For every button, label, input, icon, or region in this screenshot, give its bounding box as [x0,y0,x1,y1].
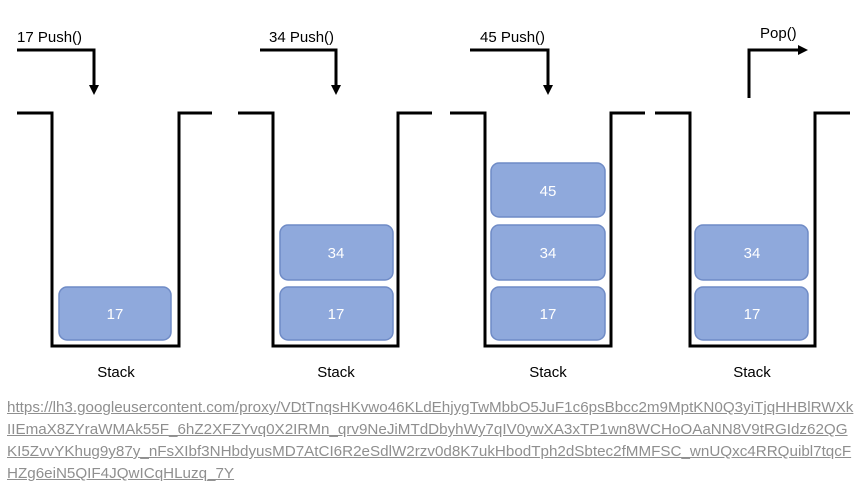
stack-item-value: 17 [540,306,557,323]
push-arrow-icon [260,48,341,95]
stack-item: 17 [279,286,394,341]
stack-label: Stack [317,364,355,381]
stack-panel-2: 34 Push() 17 34 Stack [238,29,432,381]
stack-item: 34 [279,224,394,281]
stack-item: 34 [694,224,809,281]
stack-container [450,111,645,348]
stack-label: Stack [97,364,135,381]
pop-arrow-icon [747,45,808,98]
stack-container [17,111,212,348]
push-17-label: 17 Push() [17,29,82,46]
stack-item-value: 17 [328,306,345,323]
stack-item: 17 [490,286,606,341]
source-link[interactable]: https://lh3.googleusercontent.com/proxy/… [7,399,854,482]
stack-item: 17 [694,286,809,341]
stack-item-value: 34 [328,245,345,262]
push-arrow-icon [470,48,553,95]
stack-panel-3: 45 Push() 17 34 45 Stack [450,29,645,381]
stack-item-value: 45 [540,183,557,200]
stack-item: 45 [490,162,606,218]
stack-label: Stack [733,364,771,381]
stack-item-value: 34 [744,245,761,262]
push-34-label: 34 Push() [269,29,334,46]
push-45-label: 45 Push() [480,29,545,46]
stack-panel-4: Pop() 17 34 Stack [655,25,850,381]
stack-panel-1: 17 Push() 17 Stack [17,29,212,381]
stack-label: Stack [529,364,567,381]
stack-item-value: 34 [540,245,557,262]
stack-item: 17 [58,286,172,341]
stack-item-value: 17 [744,306,761,323]
stack-container [655,111,850,348]
stack-item-value: 17 [107,306,124,323]
stack-container [238,111,432,348]
stack-item: 34 [490,224,606,281]
push-arrow-icon [17,48,99,95]
stack-diagram: 17 Push() 17 Stack 34 Push() 17 34 Stack… [17,25,850,381]
pop-label: Pop() [760,25,797,42]
